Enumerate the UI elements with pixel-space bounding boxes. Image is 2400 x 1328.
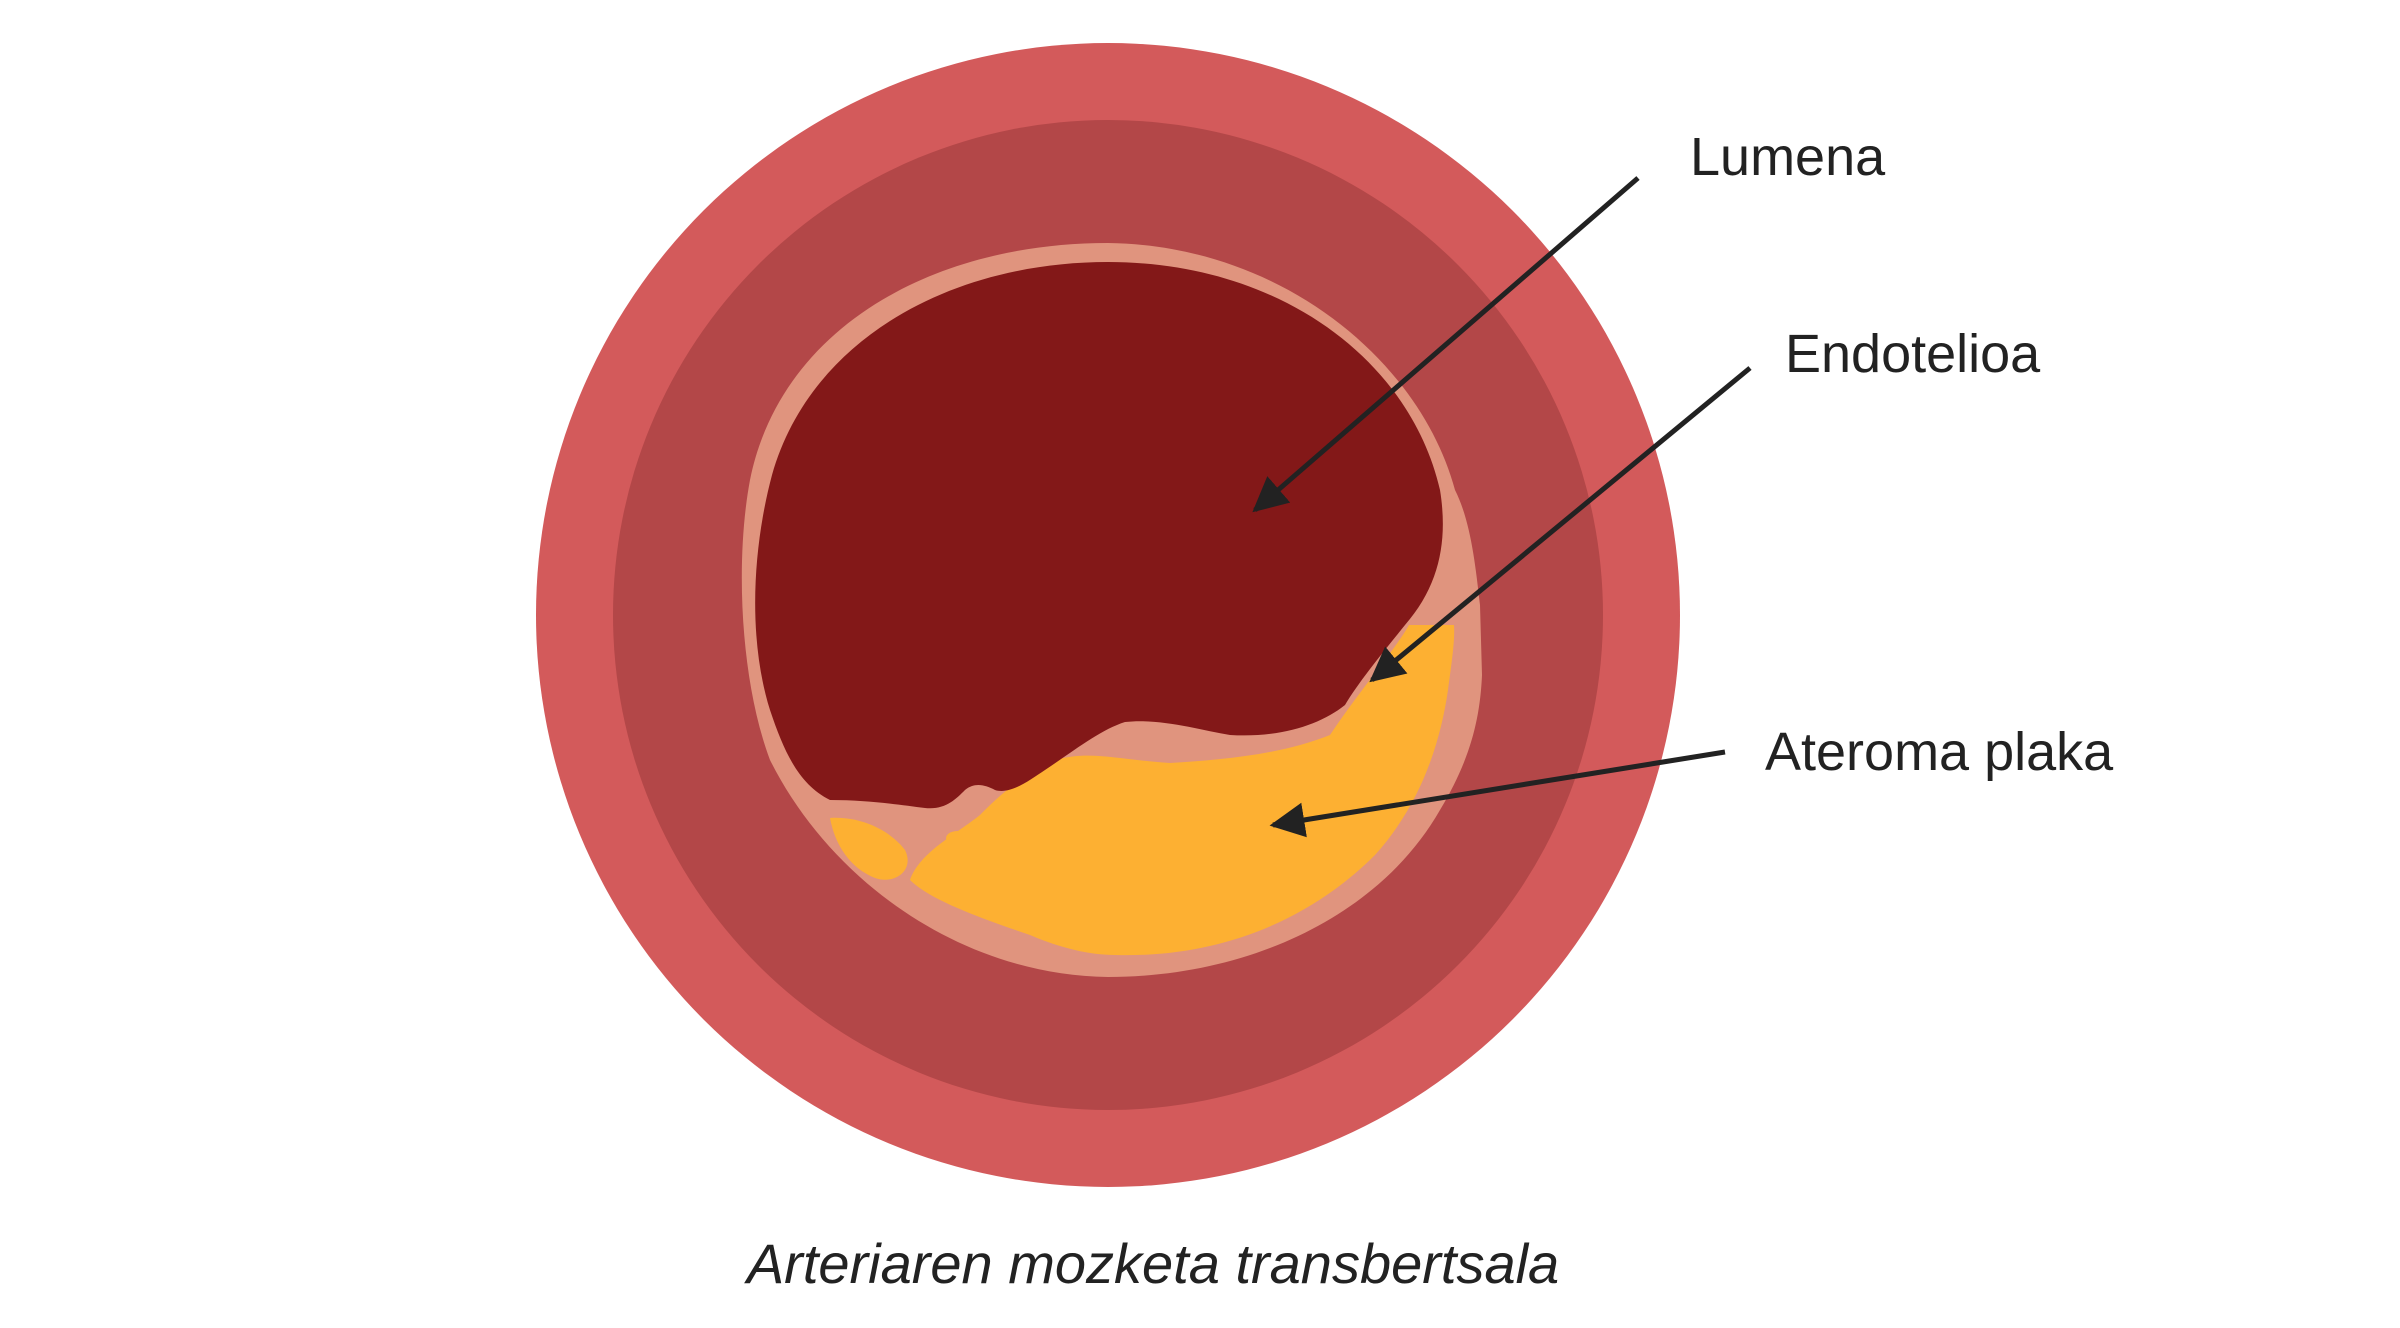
lumen-arrow [1252,176,1640,513]
lumen [755,262,1443,809]
diagram-caption: Arteriaren mozketa transbertsala [744,1232,1559,1295]
plaque-arrow [1269,749,1726,838]
lumen-label: Lumena [1690,127,1886,187]
atheroma-plaque [910,625,1455,956]
plaque-label: Ateroma plaka [1765,722,2114,782]
endothelium-arrow [1369,366,1752,683]
plaque-micro-deposit [946,831,970,845]
plaque-small-deposit [830,817,908,880]
endothelium-label: Endotelioa [1785,324,2041,384]
